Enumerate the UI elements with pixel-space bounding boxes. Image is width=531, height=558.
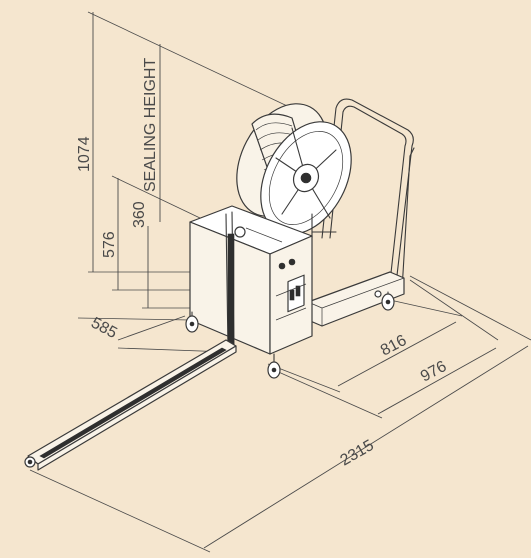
extension-arm	[24, 339, 237, 471]
dim-label-576: 576	[101, 231, 118, 258]
handle-frame	[311, 98, 415, 291]
dim-label-2315: 2315	[338, 437, 377, 470]
indicator-icon	[278, 262, 286, 270]
dimension-lines	[29, 11, 531, 553]
dim-label-360: 360	[131, 201, 148, 228]
caster-right-icon	[381, 291, 395, 311]
reel-hub-icon	[300, 172, 312, 184]
dim-label-1074: 1074	[76, 136, 93, 172]
top-knob-icon	[234, 226, 246, 238]
caster-front-icon	[267, 353, 281, 379]
machine-body	[189, 205, 313, 355]
caster-left-icon	[185, 311, 199, 333]
dim-label-sealing-height: SEALING HEIGHT	[142, 58, 159, 192]
dim-label-976: 976	[418, 358, 450, 386]
casters	[185, 291, 395, 379]
strap-reel	[236, 103, 352, 239]
